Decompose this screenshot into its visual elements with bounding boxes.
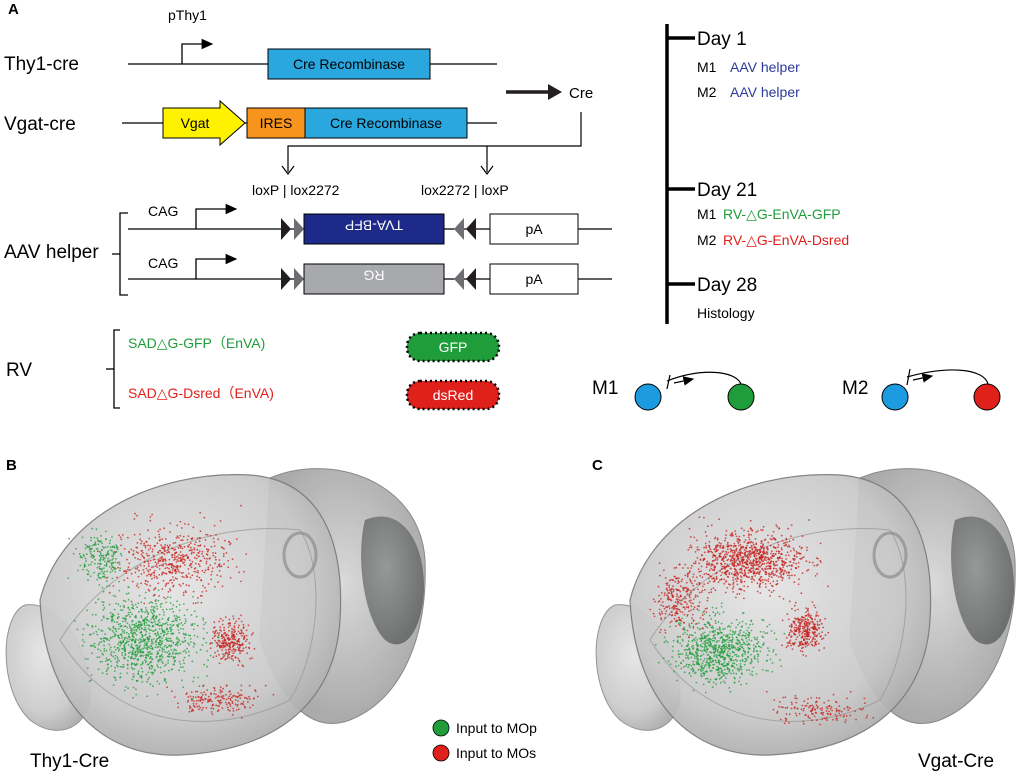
tva-bfp-box bbox=[303, 213, 445, 245]
circuit-m2-connection bbox=[906, 368, 989, 386]
cre-arrow-label: Cre bbox=[569, 85, 593, 102]
panel-b-caption: Thy1-Cre bbox=[30, 751, 109, 772]
source-neuron-icon bbox=[881, 383, 909, 411]
cag-label-1: CAG bbox=[148, 203, 178, 219]
legend-green-swatch bbox=[432, 719, 450, 737]
rv-dsred-label: SAD△G-Dsred（EnVA) bbox=[128, 385, 274, 401]
panel-b-label: B bbox=[6, 457, 17, 474]
circuit-m2-arrow-icon bbox=[912, 373, 934, 383]
legend-red-swatch bbox=[432, 744, 450, 762]
timeline-day28: Day 28 bbox=[697, 275, 757, 296]
gfp-virus-label: GFP bbox=[439, 339, 468, 355]
lox-left-label: loxP | lox2272 bbox=[252, 182, 340, 198]
aav-bracket bbox=[119, 212, 128, 296]
panel-c-label: C bbox=[592, 457, 603, 474]
lox2272-triangle-icon bbox=[454, 268, 464, 290]
brain-render-vgat bbox=[595, 468, 1016, 756]
rv-gfp-label: SAD△G-GFP（EnVA) bbox=[128, 335, 265, 351]
ires-box-label: IRES bbox=[260, 115, 293, 131]
tva-bfp-label: TVA-BFP bbox=[345, 217, 403, 233]
brain-render-thy1 bbox=[5, 468, 426, 756]
timeline-day21: Day 21 bbox=[697, 180, 757, 201]
timeline-day1: Day 1 bbox=[697, 29, 747, 50]
loxp-triangle-icon bbox=[281, 218, 291, 240]
thy1-cre-box-label: Cre Recombinase bbox=[293, 56, 405, 72]
circuit-m1-connection bbox=[666, 371, 742, 390]
rv-bracket bbox=[113, 329, 120, 409]
cag-arrow-icon-2 bbox=[195, 253, 238, 279]
pa-box-2 bbox=[489, 263, 579, 295]
vgat-cre-box-label: Cre Recombinase bbox=[330, 115, 442, 131]
thy1-cre-box bbox=[267, 48, 431, 80]
dsred-virus-label: dsRed bbox=[433, 387, 473, 403]
timeline-day21-m2-key: M2 bbox=[697, 232, 717, 248]
circuit-m1-arrow-icon bbox=[673, 376, 695, 386]
rg-box bbox=[303, 263, 445, 295]
lox2272-triangle-icon bbox=[294, 268, 304, 290]
thy1-cre-label: Thy1-cre bbox=[4, 54, 79, 75]
loxp-triangle-icon bbox=[466, 268, 476, 290]
gfp-virus-icon: GFP bbox=[405, 331, 501, 363]
lox2272-triangle-icon bbox=[454, 218, 464, 240]
gfp-neuron-icon bbox=[727, 383, 755, 411]
pa-label-1: pA bbox=[525, 221, 543, 237]
cre-arrow-icon bbox=[548, 84, 562, 100]
timeline-day1-m2-value: AAV helper bbox=[730, 84, 800, 100]
lox-right-arrow-icon bbox=[480, 165, 494, 175]
dsred-virus-icon: dsRed bbox=[405, 379, 501, 411]
panel-c-caption: Vgat-Cre bbox=[918, 751, 994, 772]
lox2272-triangle-icon bbox=[294, 218, 304, 240]
timeline-day1-m1-key: M1 bbox=[697, 59, 717, 75]
cag-arrow-icon-1 bbox=[195, 203, 238, 229]
lox-right-label: lox2272 | loxP bbox=[421, 182, 509, 198]
source-neuron-icon bbox=[634, 383, 662, 411]
rv-label: RV bbox=[6, 360, 32, 381]
legend-green-label: Input to MOp bbox=[456, 720, 537, 736]
pa-box-1 bbox=[489, 213, 579, 245]
vgat-box-label: Vgat bbox=[181, 115, 210, 131]
timeline-day1-m1-value: AAV helper bbox=[730, 59, 800, 75]
legend-red-label: Input to MOs bbox=[456, 745, 536, 761]
aav-helper-label: AAV helper bbox=[4, 242, 99, 263]
loxp-triangle-icon bbox=[466, 218, 476, 240]
timeline-day21-m2-value: RV-△G-EnVA-Dsred bbox=[723, 232, 849, 248]
rg-label: RG bbox=[364, 267, 385, 283]
pa-label-2: pA bbox=[525, 271, 543, 287]
dsred-neuron-icon bbox=[973, 383, 1001, 411]
timeline-day21-m1-key: M1 bbox=[697, 206, 717, 222]
promoter-arrow-icon bbox=[181, 38, 214, 64]
panel-a-label: A bbox=[8, 1, 19, 18]
circuit-m2-label: M2 bbox=[842, 378, 868, 399]
vgat-cre-box bbox=[304, 107, 468, 139]
cag-label-2: CAG bbox=[148, 255, 178, 271]
cre-connector-line bbox=[287, 112, 582, 172]
promoter-label: pThy1 bbox=[168, 7, 207, 23]
circuit-m1-label: M1 bbox=[592, 378, 618, 399]
vgat-cre-label: Vgat-cre bbox=[4, 114, 76, 135]
loxp-triangle-icon bbox=[281, 268, 291, 290]
timeline-day21-m1-value: RV-△G-EnVA-GFP bbox=[723, 206, 841, 222]
timeline-day28-sub: Histology bbox=[697, 305, 755, 321]
vgat-arrow-box bbox=[162, 99, 246, 147]
timeline-day1-m2-key: M2 bbox=[697, 84, 717, 100]
lox-left-arrow-icon bbox=[281, 165, 295, 175]
